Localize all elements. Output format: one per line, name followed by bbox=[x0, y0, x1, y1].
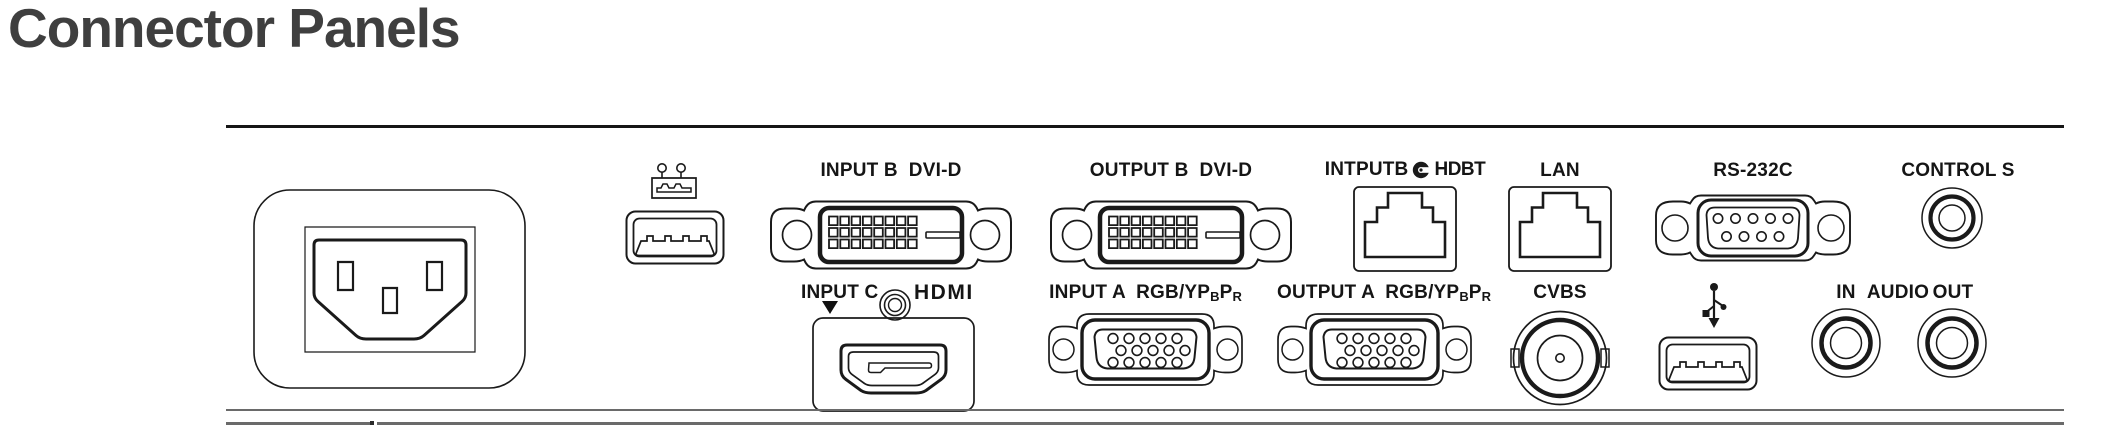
dvi-connector-input-b-figure bbox=[768, 199, 1014, 271]
ac-power-inlet-figure bbox=[252, 188, 527, 390]
label-input-a-sub-r: R bbox=[1232, 289, 1242, 304]
label-output-b: OUTPUT B DVI-D bbox=[1089, 160, 1253, 181]
vga-connector-input-a-figure bbox=[1048, 312, 1243, 387]
hdmi-port-figure bbox=[812, 285, 975, 412]
page-title: Connector Panels bbox=[8, 0, 461, 59]
table-border-tick bbox=[370, 421, 374, 425]
label-lan: LAN bbox=[1540, 160, 1580, 181]
usb-port-bottom-figure bbox=[1658, 336, 1758, 391]
label-hdbt-logo: HDBT bbox=[1434, 159, 1486, 180]
table-border-right bbox=[377, 422, 2064, 425]
section-divider-top bbox=[226, 125, 2064, 128]
label-input-a-text: INPUT A RGB/YP bbox=[1049, 282, 1211, 303]
label-hdbt-text: INTPUTB bbox=[1324, 159, 1409, 180]
rs232c-de9-connector-figure bbox=[1653, 192, 1853, 264]
audio-out-minijack-figure bbox=[1916, 307, 1988, 379]
cvbs-bnc-connector-figure bbox=[1510, 308, 1610, 408]
label-control-s: CONTROL S bbox=[1901, 160, 2015, 181]
label-output-a-text: OUTPUT A RGB/YP bbox=[1277, 282, 1460, 303]
label-audio-out: OUT bbox=[1932, 282, 1974, 303]
label-hdbt: INTPUTB HDBT bbox=[1322, 159, 1488, 181]
control-s-minijack-figure bbox=[1920, 186, 1984, 250]
label-audio: AUDIO bbox=[1866, 282, 1930, 303]
hdmi-logo: HDMI bbox=[914, 281, 974, 304]
lan-rj45-port-figure bbox=[1507, 185, 1613, 273]
hdbaset-logo-icon bbox=[1413, 161, 1431, 179]
usb-port-top-figure bbox=[625, 210, 725, 265]
usb-peripheral-icon bbox=[650, 162, 698, 200]
label-rs232c: RS-232C bbox=[1713, 160, 1793, 181]
label-output-a-sub-r: R bbox=[1481, 289, 1491, 304]
label-input-a: INPUT A RGB/YPBPR bbox=[1048, 282, 1243, 304]
dvi-connector-output-b-figure bbox=[1048, 199, 1294, 271]
hdbaset-rj45-port-figure bbox=[1352, 185, 1458, 273]
label-input-a-p: P bbox=[1219, 282, 1233, 303]
label-cvbs: CVBS bbox=[1533, 282, 1587, 303]
vga-connector-output-a-figure bbox=[1277, 312, 1472, 387]
panel-bottom-edge bbox=[226, 409, 2064, 411]
label-output-a-sub-b: B bbox=[1459, 289, 1469, 304]
audio-in-minijack-figure bbox=[1810, 307, 1882, 379]
label-input-c: INPUT C bbox=[801, 282, 879, 303]
input-c-marker-icon bbox=[822, 301, 838, 314]
label-input-a-sub-b: B bbox=[1210, 289, 1220, 304]
label-output-a-p: P bbox=[1468, 282, 1482, 303]
label-output-a: OUTPUT A RGB/YPBPR bbox=[1277, 282, 1491, 304]
usb-icon bbox=[1702, 283, 1727, 328]
table-border-left bbox=[226, 422, 372, 425]
label-input-b: INPUT B DVI-D bbox=[820, 160, 962, 181]
label-audio-in: IN bbox=[1836, 282, 1856, 303]
